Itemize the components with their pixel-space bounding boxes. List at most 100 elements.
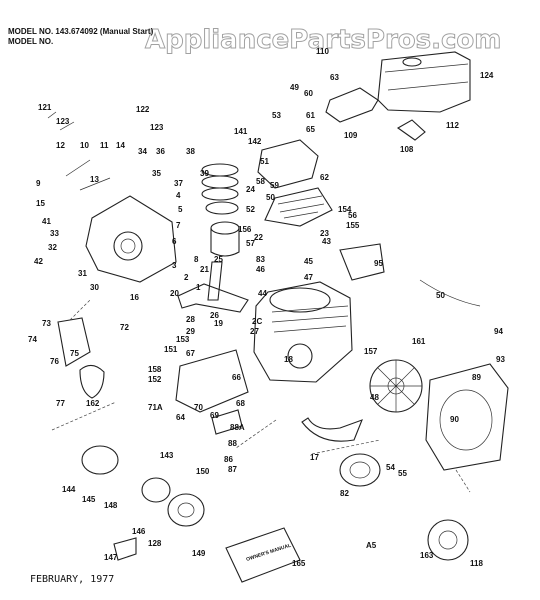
part-label: 9 — [36, 179, 41, 188]
footer-date: FEBRUARY, 1977 — [30, 574, 114, 585]
part-label: 48 — [370, 393, 379, 402]
part-label: 12 — [56, 141, 65, 150]
part-label: 60 — [304, 89, 313, 98]
part-label: 5 — [178, 205, 183, 214]
part-label: 110 — [316, 47, 329, 56]
part-label: 19 — [214, 319, 223, 328]
part-label: 21 — [200, 265, 209, 274]
part-label: 124 — [480, 71, 494, 80]
linkage-drawing — [47, 111, 111, 191]
part-label: 25 — [214, 255, 223, 264]
part-label: 49 — [290, 83, 299, 92]
connecting-rod-drawing — [207, 261, 223, 301]
spacer-128-drawing — [113, 537, 137, 561]
part-label: 88A — [230, 423, 245, 432]
part-label: 141 — [234, 127, 248, 136]
part-label: 36 — [156, 147, 165, 156]
part-label: 108 — [400, 145, 414, 154]
part-label: 153 — [176, 335, 190, 344]
part-label: 14 — [116, 141, 125, 150]
part-label: 16 — [130, 293, 139, 302]
part-label: 123 — [56, 117, 70, 126]
part-label: 71A — [148, 403, 163, 412]
part-label: 26 — [210, 311, 219, 320]
part-label: 10 — [80, 141, 89, 150]
part-label: 28 — [186, 315, 195, 324]
part-label: 74 — [28, 335, 37, 344]
part-label: 13 — [90, 175, 99, 184]
part-label: 149 — [192, 549, 206, 558]
part-label: 27 — [250, 327, 259, 336]
part-label: 31 — [78, 269, 87, 278]
part-label: 57 — [246, 239, 255, 248]
part-label: 93 — [496, 355, 505, 364]
part-label: 163 — [420, 551, 434, 560]
part-label: 37 — [174, 179, 183, 188]
blower-housing-opening — [439, 389, 493, 451]
part-label: 143 — [160, 451, 174, 460]
part-label: 35 — [152, 169, 161, 178]
part-label: 77 — [56, 399, 65, 408]
part-label: 109 — [344, 131, 358, 140]
blower-housing-drawing — [425, 363, 509, 471]
part-label: 70 — [194, 403, 203, 412]
part-label: 11 — [100, 141, 109, 150]
part-label: 46 — [256, 265, 265, 274]
part-label: 156 — [238, 225, 252, 234]
muffler-bracket-drawing — [325, 87, 379, 123]
model-number-line-1: MODEL NO. 143.674092 (Manual Start) — [8, 27, 154, 36]
part-label: 69 — [210, 411, 219, 420]
part-label: 15 — [36, 199, 45, 208]
part-label: 38 — [186, 147, 195, 156]
part-label: 47 — [304, 273, 313, 282]
part-label: 88 — [228, 439, 237, 448]
part-label: 67 — [186, 349, 195, 358]
part-label: 50 — [436, 291, 445, 300]
part-label: 162 — [86, 399, 100, 408]
part-label: 86 — [224, 455, 233, 464]
part-label: 29 — [186, 327, 195, 336]
part-label: 24 — [246, 185, 255, 194]
part-label: 94 — [494, 327, 503, 336]
part-label: 142 — [248, 137, 262, 146]
part-label: 144 — [62, 485, 76, 494]
part-label: 3 — [172, 261, 177, 270]
part-label: 33 — [50, 229, 59, 238]
part-label: 165 — [292, 559, 306, 568]
crankshaft-drawing — [177, 283, 249, 313]
part-label: 51 — [260, 157, 269, 166]
watermark: AppliancePartsPros.com — [145, 25, 501, 55]
part-label: 151 — [164, 345, 178, 354]
model-number-line-2: MODEL NO. — [8, 37, 53, 46]
part-label: 90 — [450, 415, 459, 424]
part-label: 128 — [148, 539, 162, 548]
part-label: 4 — [176, 191, 181, 200]
starter-pulley-drawing — [339, 453, 381, 487]
part-label: 147 — [104, 553, 118, 562]
part-label: 152 — [148, 375, 162, 384]
part-label: 65 — [306, 125, 315, 134]
part-label: 63 — [330, 73, 339, 82]
part-label: 50 — [266, 193, 275, 202]
part-label: 61 — [306, 111, 315, 120]
part-label: 54 — [386, 463, 395, 472]
part-label: 145 — [82, 495, 96, 504]
part-label: 89 — [472, 373, 481, 382]
cylinder-head-drawing — [257, 139, 333, 227]
part-label: 72 — [120, 323, 129, 332]
part-label: 75 — [70, 349, 79, 358]
part-label: 45 — [304, 257, 313, 266]
part-label: 32 — [48, 243, 57, 252]
recoil-starter-drawing — [427, 519, 469, 561]
part-label: 2 — [184, 273, 189, 282]
part-label: 121 — [38, 103, 52, 112]
part-label: 158 — [148, 365, 162, 374]
clutch-drum-drawing — [141, 477, 205, 527]
part-label: 76 — [50, 357, 59, 366]
baffle-drawing — [301, 417, 363, 442]
part-label: 2C — [252, 317, 262, 326]
part-label: 1 — [196, 283, 201, 292]
part-label: 157 — [364, 347, 378, 356]
